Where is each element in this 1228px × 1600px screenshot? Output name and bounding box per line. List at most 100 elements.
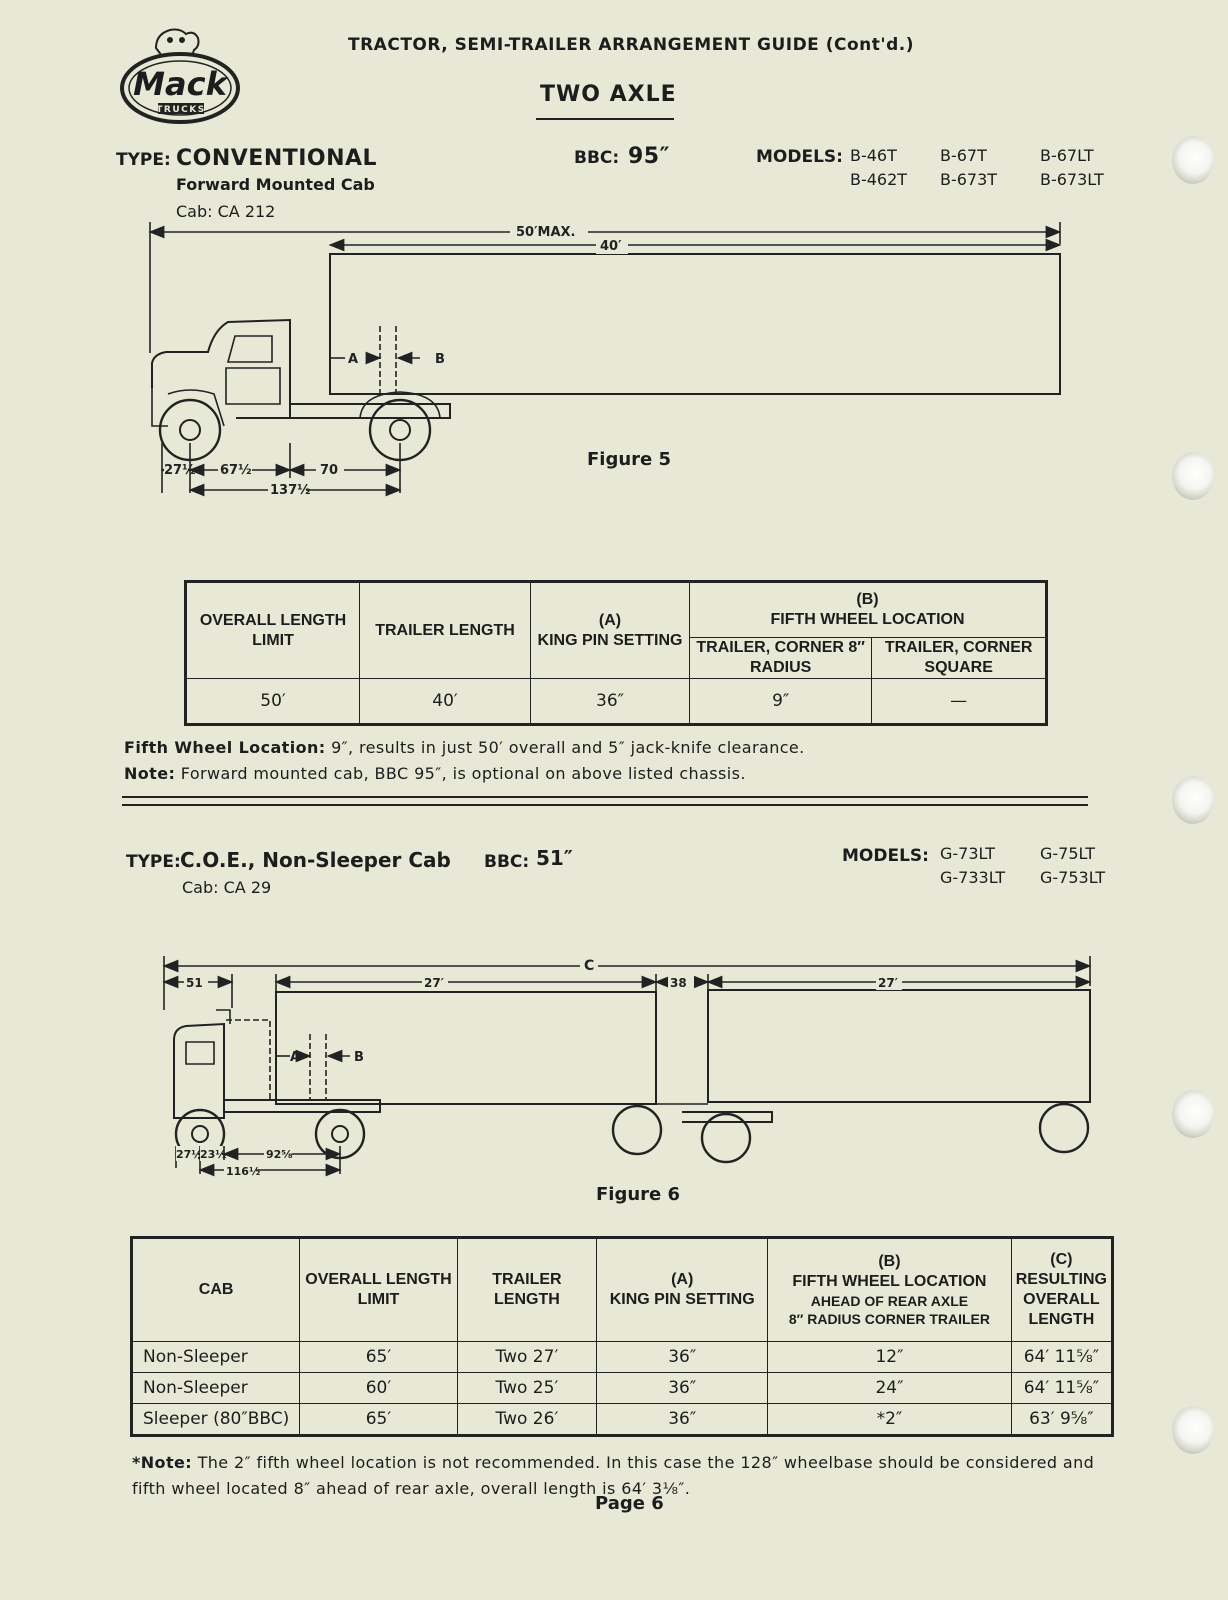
cell-fifth: *2″ <box>767 1403 1012 1436</box>
cell-king: 36″ <box>530 678 690 725</box>
type2-models-label: MODELS: <box>842 846 929 866</box>
th-king-label: KING PIN SETTING <box>537 631 683 649</box>
cell-fifth: 24″ <box>767 1372 1012 1404</box>
cell-result: 64′ 11⅝″ <box>1010 1341 1114 1373</box>
dim-cab: 23½ <box>200 1148 227 1161</box>
cell-cab: Non-Sleeper <box>130 1372 301 1404</box>
cell-king: 36″ <box>596 1341 769 1373</box>
th-fifth-label: FIFTH WHEEL LOCATION <box>792 1273 987 1290</box>
logo-brand: Mack <box>133 65 228 103</box>
model-item: B-462T <box>850 170 908 189</box>
type1-bbc-label: BBC: <box>574 148 620 168</box>
figure6-drawing: C 51 27′ 38 27′ A B 27½ 23½ 92⅝ 116½ <box>162 956 1092 1178</box>
cab-note: Note: Forward mounted cab, BBC 95″, is o… <box>124 764 746 783</box>
section-underline <box>536 118 674 120</box>
th-fifth-sub1: AHEAD OF REAR AXLE <box>810 1293 969 1309</box>
figure5-drawing: 50′MAX. 40′ A B 27½ 67½ 70 137½ <box>148 222 1062 498</box>
divider <box>122 804 1088 806</box>
dim-trailer1: 27′ <box>424 976 444 990</box>
fifth-wheel-note-text: 9″, results in just 50′ overall and 5″ j… <box>331 738 805 757</box>
dim-trailer: 40′ <box>600 239 622 254</box>
cell-cab: Non-Sleeper <box>130 1341 301 1373</box>
th-fifth-sub2: 8″ RADIUS CORNER TRAILER <box>788 1311 991 1327</box>
type2-label: TYPE: <box>126 852 181 872</box>
cell-square: — <box>871 678 1047 725</box>
type1-cab-code: Cab: CA 212 <box>176 202 276 221</box>
type2-name: C.O.E., Non-Sleeper Cab <box>180 848 451 872</box>
cell-trailer: Two 25′ <box>456 1372 598 1404</box>
type1-name: CONVENTIONAL <box>176 146 378 171</box>
dim-overall: 50′MAX. <box>516 225 575 240</box>
model-item: G-75LT <box>1040 844 1096 863</box>
binder-hole <box>1172 452 1214 500</box>
model-item: G-73LT <box>940 844 996 863</box>
cell-trailer: Two 26′ <box>456 1403 598 1436</box>
th-fifth-letter: (B) <box>878 1253 901 1270</box>
cell-result: 64′ 11⅝″ <box>1010 1372 1114 1404</box>
th-trailer: TRAILER LENGTH <box>359 581 531 679</box>
dim-bbc: 51 <box>186 976 203 990</box>
th-cab: CAB <box>130 1237 301 1342</box>
th-fifth: (B) FIFTH WHEEL LOCATION AHEAD OF REAR A… <box>767 1237 1012 1342</box>
section-title: TWO AXLE <box>540 82 677 107</box>
th-king-letter: (A) <box>671 1271 694 1288</box>
cell-overall: 50′ <box>185 678 360 725</box>
th-result-label: RESULTING OVERALL LENGTH <box>1015 1271 1107 1328</box>
th-corner8: TRAILER, CORNER 8″ RADIUS <box>688 637 873 679</box>
model-item: B-67T <box>940 146 987 165</box>
type2-cab-code: Cab: CA 29 <box>182 878 272 897</box>
dim-gap: 38 <box>670 976 687 990</box>
cell-trailer: 40′ <box>359 678 531 725</box>
model-item: B-67LT <box>1040 146 1094 165</box>
table2: CAB OVERALL LENGTH LIMIT TRAILER LENGTH … <box>130 1236 1114 1437</box>
footnote-text: The 2″ fifth wheel location is not recom… <box>132 1453 1095 1498</box>
dim-b: B <box>435 352 445 367</box>
th-fifth-letter: (B) <box>856 591 879 608</box>
th-king-label: KING PIN SETTING <box>609 1291 755 1308</box>
dim-c: C <box>584 958 594 974</box>
type1-label: TYPE: <box>116 150 171 170</box>
model-item: G-733LT <box>940 868 1006 887</box>
binder-hole <box>1172 1406 1214 1454</box>
cell-corner8: 9″ <box>688 678 873 725</box>
binder-hole <box>1172 776 1214 824</box>
figure6-caption: Figure 6 <box>596 1184 681 1205</box>
cell-overall: 65′ <box>299 1403 458 1436</box>
dim-cab: 67½ <box>220 463 252 478</box>
page-number: Page 6 <box>595 1493 664 1514</box>
cab-note-label: Note: <box>124 764 176 783</box>
dim-front: 27½ <box>164 463 196 478</box>
dim-axle: 92⅝ <box>266 1148 293 1161</box>
th-fifth: (B) FIFTH WHEEL LOCATION <box>689 581 1047 638</box>
table-row: Non-Sleeper 60′ Two 25′ 36″ 24″ 64′ 11⅝″ <box>130 1372 1114 1404</box>
th-result-letter: (C) <box>1050 1251 1073 1268</box>
th-king-letter: (A) <box>598 611 622 629</box>
th-overall: OVERALL LENGTH LIMIT <box>185 581 360 679</box>
table-row: Sleeper (80″BBC) 65′ Two 26′ 36″ *2″ 63′… <box>130 1403 1114 1436</box>
fifth-wheel-note: Fifth Wheel Location: 9″, results in jus… <box>124 738 805 757</box>
guide-title: TRACTOR, SEMI-TRAILER ARRANGEMENT GUIDE … <box>348 35 914 55</box>
model-item: G-753LT <box>1040 868 1106 887</box>
cab-note-text: Forward mounted cab, BBC 95″, is optiona… <box>180 764 746 783</box>
trailer-body <box>329 253 1061 395</box>
dim-wheelbase: 116½ <box>226 1165 260 1178</box>
th-trailer: TRAILER LENGTH <box>456 1237 598 1342</box>
model-item: B-673LT <box>1040 170 1104 189</box>
fifth-wheel-note-label: Fifth Wheel Location: <box>124 738 326 757</box>
table-row: Non-Sleeper 65′ Two 27′ 36″ 12″ 64′ 11⅝″ <box>130 1341 1114 1373</box>
logo-sub: TRUCKS <box>156 105 205 115</box>
cell-cab: Sleeper (80″BBC) <box>130 1403 301 1436</box>
table-row: 50′ 40′ 36″ 9″ — <box>185 678 1047 725</box>
dim-wheelbase: 137½ <box>270 483 311 498</box>
model-item: B-673T <box>940 170 998 189</box>
model-item: B-46T <box>850 146 897 165</box>
footnote-label: *Note: <box>132 1453 193 1472</box>
dim-b: B <box>354 1050 364 1065</box>
th-square: TRAILER, CORNER SQUARE <box>871 637 1047 679</box>
cell-fifth: 12″ <box>767 1341 1012 1373</box>
mack-logo: Mack TRUCKS <box>118 26 244 130</box>
footnote: *Note: The 2″ fifth wheel location is no… <box>132 1450 1118 1502</box>
binder-hole <box>1172 1090 1214 1138</box>
dim-front: 27½ <box>176 1148 203 1161</box>
cell-king: 36″ <box>596 1403 769 1436</box>
